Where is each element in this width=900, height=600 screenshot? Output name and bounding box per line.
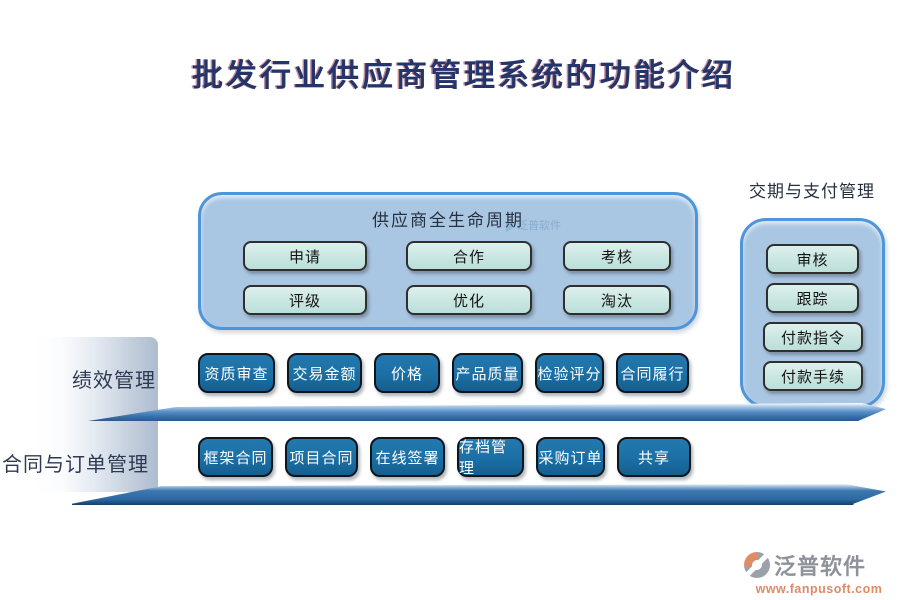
performance-row: 资质审查 交易金额 价格 产品质量 检验评分 合同履行	[198, 353, 689, 393]
lifecycle-panel: 供应商全生命周期 泛普软件 申请 合作 考核 评级 优化 淘汰	[198, 192, 698, 330]
divider-bar-bottom	[72, 484, 886, 505]
perf-node-qualification: 资质审查	[198, 353, 275, 393]
lifecycle-node-cooperate: 合作	[406, 241, 532, 271]
lifecycle-node-apply: 申请	[243, 241, 367, 271]
brand-url: www.fanpusoft.com	[755, 582, 883, 596]
perf-node-product-quality: 产品质量	[452, 353, 523, 393]
contract-node-purchase-order: 采购订单	[536, 437, 605, 477]
brand-name: 泛普软件	[774, 554, 867, 579]
contract-node-framework: 框架合同	[198, 437, 273, 477]
lifecycle-node-assess: 考核	[563, 241, 671, 271]
performance-label: 绩效管理	[72, 370, 156, 392]
payment-node-track: 跟踪	[766, 283, 859, 313]
lifecycle-panel-title: 供应商全生命周期	[372, 211, 524, 230]
lifecycle-node-rate: 评级	[243, 285, 367, 315]
lifecycle-node-eliminate: 淘汰	[563, 285, 671, 315]
payment-node-instruction: 付款指令	[763, 322, 863, 352]
contract-order-row: 框架合同 项目合同 在线签署 存档管理 采购订单 共享	[198, 437, 691, 477]
perf-node-price: 价格	[374, 353, 440, 393]
contract-node-online-sign: 在线签署	[370, 437, 445, 477]
brand-footer: 泛普软件 www.fanpusoft.com	[744, 549, 894, 596]
payment-node-procedure: 付款手续	[763, 361, 863, 391]
lifecycle-node-optimize: 优化	[406, 285, 532, 315]
delivery-payment-panel: 审核 跟踪 付款指令 付款手续	[740, 218, 885, 408]
watermark-logo-icon	[506, 221, 515, 232]
contract-node-share: 共享	[617, 437, 691, 477]
contract-node-archive: 存档管理	[457, 437, 524, 477]
page-title: 批发行业供应商管理系统的功能介绍	[192, 58, 736, 93]
contract-order-label: 合同与订单管理	[2, 454, 149, 476]
divider-bar-top	[88, 403, 886, 421]
perf-node-inspection-score: 检验评分	[535, 353, 604, 393]
payment-node-review: 审核	[766, 244, 859, 274]
delivery-payment-label: 交期与支付管理	[749, 182, 875, 201]
perf-node-contract-fulfillment: 合同履行	[616, 353, 689, 393]
perf-node-transaction-amount: 交易金额	[287, 353, 362, 393]
fanpu-logo-icon	[744, 552, 770, 578]
watermark: 泛普软件	[506, 221, 561, 232]
contract-node-project: 项目合同	[285, 437, 358, 477]
watermark-text: 泛普软件	[517, 220, 561, 232]
